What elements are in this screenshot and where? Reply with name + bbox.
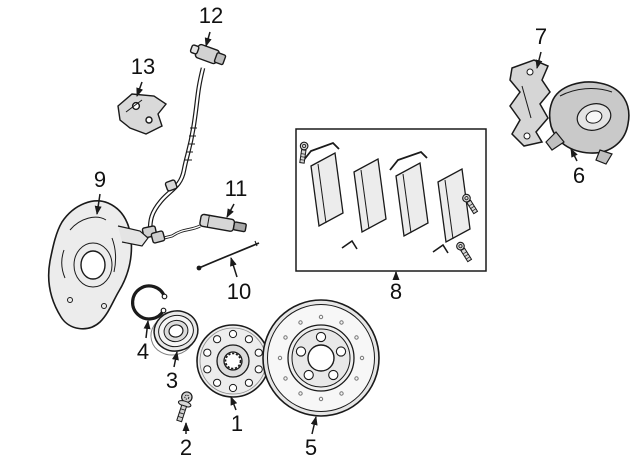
- leader-arrow-5: [310, 416, 318, 435]
- callout-9: 9: [93, 167, 107, 192]
- leader-arrow-11: [226, 203, 235, 218]
- pad-wear-sensor: [150, 213, 247, 244]
- callout-4: 4: [136, 339, 150, 364]
- leader-arrow-7: [535, 51, 543, 69]
- wheel-bearing: [150, 310, 199, 356]
- leader-arrow-4: [143, 320, 151, 339]
- pad-bolt-3: [456, 241, 473, 263]
- callout-8: 8: [389, 279, 403, 304]
- brake-rotor: [262, 299, 380, 417]
- wheel-hub: [196, 324, 270, 398]
- leader-arrow-9: [94, 193, 102, 215]
- pad-bolt-1: [299, 141, 309, 164]
- leader-arrows: [94, 31, 578, 435]
- leader-arrow-1: [230, 396, 238, 411]
- callout-12: 12: [198, 3, 224, 28]
- abs-speed-sensor: [141, 43, 227, 239]
- leader-arrow-6: [570, 148, 578, 162]
- callout-1: 1: [230, 411, 244, 436]
- snap-ring: [131, 284, 168, 321]
- pad-bolt-2: [462, 193, 479, 215]
- callout-2: 2: [179, 435, 193, 460]
- leader-arrow-13: [136, 81, 143, 97]
- callout-11: 11: [224, 176, 248, 201]
- callout-6: 6: [572, 163, 586, 188]
- callout-7: 7: [534, 24, 548, 49]
- splash-shield: [47, 200, 149, 330]
- caliper-bracket: [509, 59, 551, 147]
- sensor-bracket: [117, 93, 168, 135]
- callout-10: 10: [226, 279, 252, 304]
- hub-bolt: [176, 391, 193, 423]
- locating-pin: [196, 240, 260, 271]
- leader-arrow-10: [230, 257, 238, 278]
- brake-caliper: [545, 81, 630, 165]
- callout-13: 13: [130, 54, 156, 79]
- callout-3: 3: [165, 368, 179, 393]
- leader-arrow-12: [204, 31, 212, 47]
- brake-pad-set-box: [295, 128, 487, 272]
- callout-5: 5: [304, 435, 318, 460]
- leader-arrow-3: [171, 351, 179, 368]
